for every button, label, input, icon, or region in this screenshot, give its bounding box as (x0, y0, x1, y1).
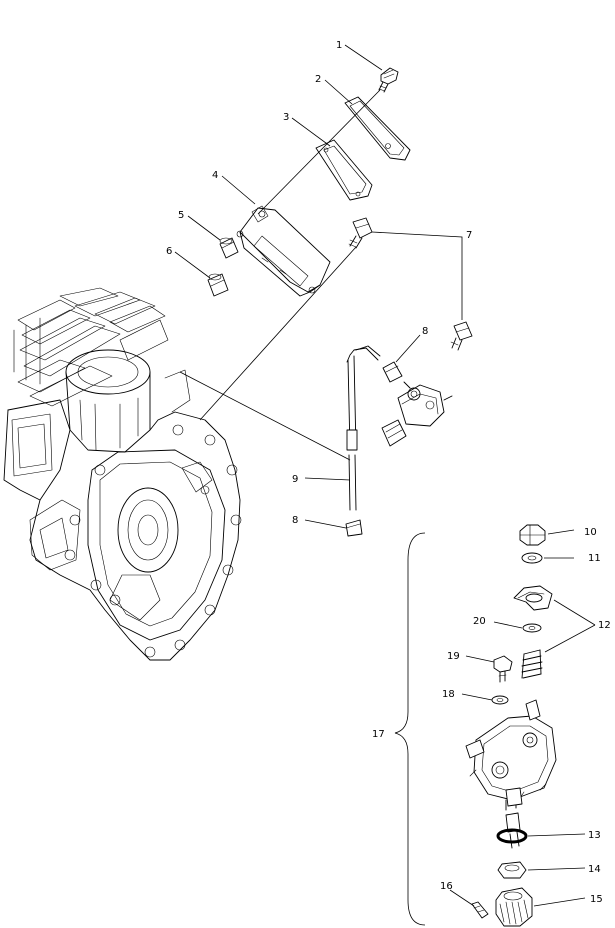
nut-10 (519, 524, 546, 546)
callout-12: 12 (598, 620, 611, 631)
callout-18: 18 (442, 689, 455, 700)
callout-15: 15 (590, 894, 603, 905)
clamp-8-upper (382, 361, 403, 383)
callout-7: 7 (466, 230, 472, 241)
engine-block (3, 287, 242, 661)
callout-13: 13 (588, 830, 601, 841)
callout-6: 6 (166, 246, 172, 257)
callout-9: 9 (292, 474, 298, 485)
callout-2: 2 (315, 74, 321, 85)
collar-14 (497, 861, 527, 879)
o-ring-13 (496, 828, 528, 844)
washer-11 (521, 552, 543, 564)
washer-20 (522, 623, 542, 633)
callout-10: 10 (584, 527, 597, 538)
oil-line-9 (346, 345, 381, 511)
callout-4: 4 (212, 170, 218, 181)
pin-16 (471, 901, 489, 919)
sleeve-5 (219, 237, 239, 259)
clamp-8-lower (345, 519, 363, 537)
callout-17: 17 (372, 729, 385, 740)
callout-20: 20 (473, 616, 486, 627)
sleeve-6 (207, 273, 229, 297)
banjo-bolt-7-lower (450, 321, 473, 351)
callout-14: 14 (588, 864, 601, 875)
washer-18 (491, 695, 509, 705)
lever-12 (513, 585, 553, 611)
banjo-bolt-7-upper (348, 217, 373, 249)
bolt-19 (493, 655, 513, 683)
gasket-plate-2 (344, 96, 411, 161)
callout-16: 16 (440, 881, 453, 892)
pump-mid-assembly (381, 381, 453, 447)
cover-4 (236, 205, 331, 297)
oil-pump-body (465, 699, 557, 811)
callout-8-lower: 8 (292, 515, 298, 526)
callout-8-upper: 8 (422, 326, 428, 337)
gear-15 (495, 887, 533, 927)
gasket-3 (315, 139, 373, 201)
spring (521, 649, 543, 679)
callout-3: 3 (283, 112, 289, 123)
assembly-17-bracket (394, 532, 426, 926)
bolt-1 (378, 67, 399, 93)
callout-19: 19 (447, 651, 460, 662)
callout-5: 5 (178, 210, 184, 221)
callout-1: 1 (336, 40, 342, 51)
callout-labels: 1 2 3 4 5 6 7 8 9 8 10 11 12 20 19 18 17… (166, 40, 611, 905)
callout-11: 11 (588, 553, 601, 564)
leader-lines (174, 44, 596, 907)
pump-shaft (505, 812, 521, 849)
